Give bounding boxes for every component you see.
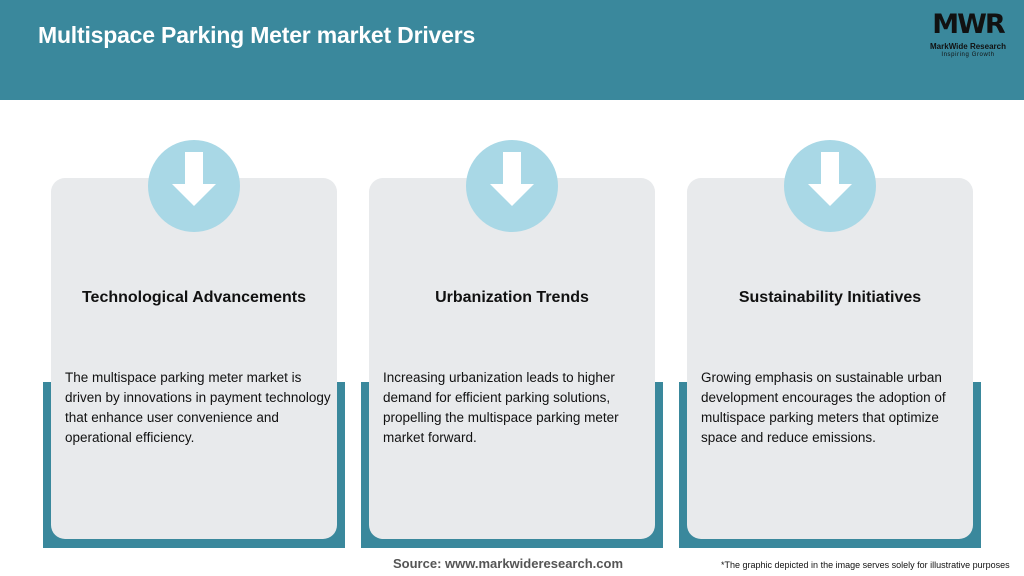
logo-mark: MWR <box>932 9 1005 40</box>
header-banner: Multispace Parking Meter market Drivers … <box>0 0 1024 100</box>
card-text: The multispace parking meter market is d… <box>65 370 331 445</box>
card-text: Growing emphasis on sustainable urban de… <box>701 370 946 445</box>
down-arrow-icon <box>148 140 240 232</box>
card-body: Technological Advancements The multispac… <box>51 178 337 539</box>
down-arrow-icon <box>466 140 558 232</box>
driver-card-urbanization: Urbanization Trends Increasing urbanizat… <box>361 140 679 550</box>
driver-card-technological: Technological Advancements The multispac… <box>43 140 361 550</box>
page-title: Multispace Parking Meter market Drivers <box>38 22 476 48</box>
driver-card-sustainability: Sustainability Initiatives Growing empha… <box>679 140 997 550</box>
card-body: Urbanization Trends Increasing urbanizat… <box>369 178 655 539</box>
card-title: Urbanization Trends <box>435 289 589 306</box>
disclaimer-text: *The graphic depicted in the image serve… <box>721 560 1010 570</box>
card-title: Sustainability Initiatives <box>738 289 922 306</box>
markwide-logo: MWR MarkWide Research Inspiring Growth <box>918 10 1018 68</box>
card-body: Sustainability Initiatives Growing empha… <box>687 178 973 539</box>
logo-tagline: Inspiring Growth <box>941 52 995 58</box>
card-text: Increasing urbanization leads to higher … <box>383 370 619 445</box>
source-link[interactable]: Source: www.markwideresearch.com <box>393 556 624 571</box>
card-title: Technological Advancements <box>81 289 307 306</box>
logo-name: MarkWide Research <box>930 42 1006 51</box>
down-arrow-icon <box>784 140 876 232</box>
